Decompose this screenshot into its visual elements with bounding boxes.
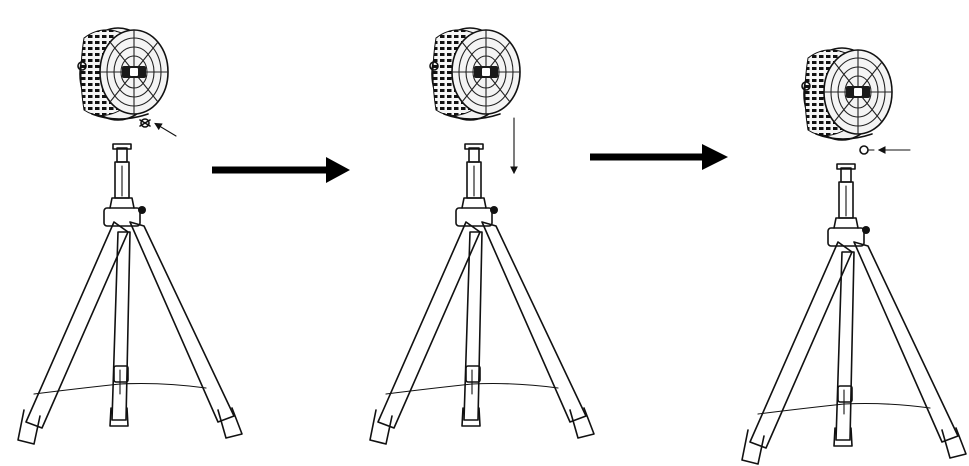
step-2-fan-tripod [370, 28, 594, 444]
fan-on-tripod-illustration [370, 28, 594, 444]
step-3-fan-tripod [742, 48, 966, 464]
step-arrow [212, 157, 350, 183]
screw-indicator [860, 146, 874, 154]
step-1-fan-tripod [18, 28, 242, 444]
insert-arrow [156, 124, 176, 136]
step-arrow [590, 144, 728, 170]
screw-indicator [140, 119, 150, 127]
fan-on-tripod-illustration [742, 48, 966, 464]
fan-on-tripod-illustration [18, 28, 242, 444]
